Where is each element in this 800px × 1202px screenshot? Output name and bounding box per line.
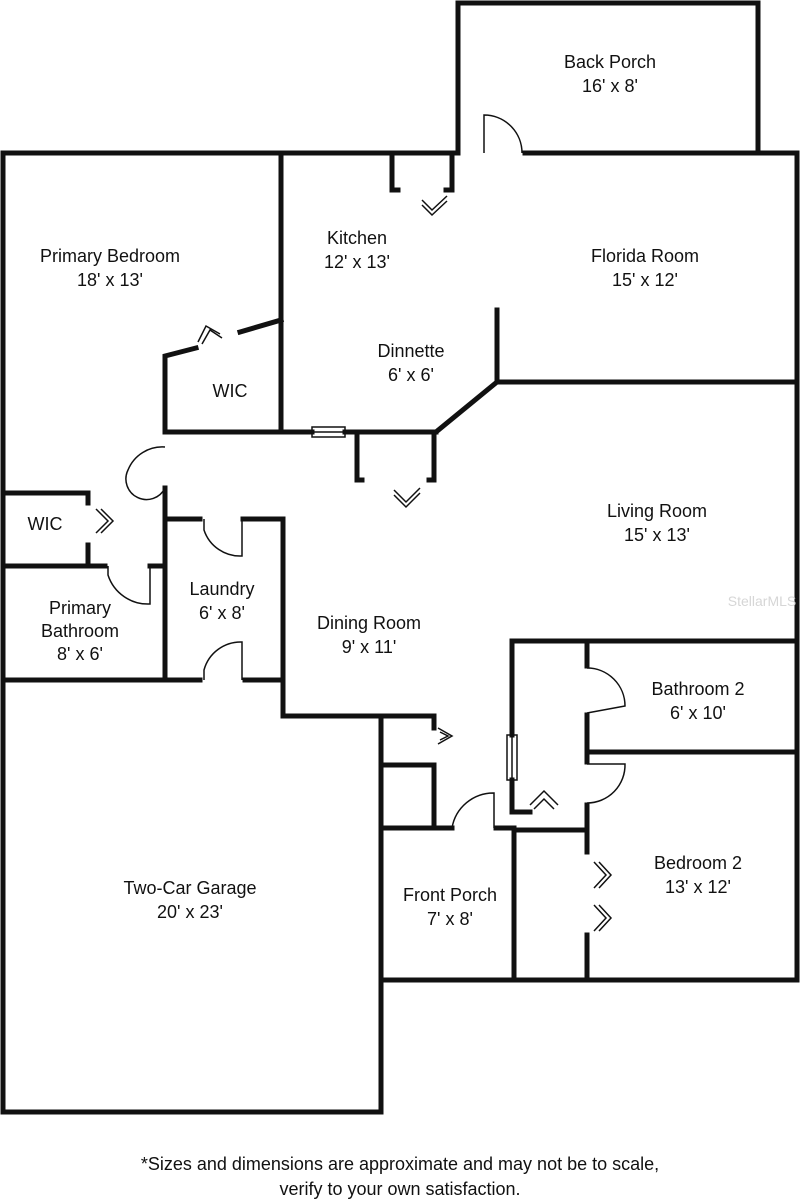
kitchen-size: 12' x 13' [324, 252, 390, 272]
entry-closet-wall-2 [378, 762, 455, 831]
wic-lower-bifold [95, 508, 115, 534]
room-labels: Back Porch 16' x 8' Primary Bedroom 18' … [28, 52, 797, 929]
florida-room-name: Florida Room [591, 246, 699, 266]
bedroom2-door [586, 763, 626, 804]
disclaimer-line-1: *Sizes and dimensions are approximate an… [140, 1154, 660, 1174]
back-porch-door [483, 114, 523, 154]
bathroom-2-name: Bathroom 2 [651, 679, 744, 699]
bedroom2-closet-bifold [593, 861, 613, 932]
watermark: StellarMLS [728, 593, 796, 609]
primary-bedroom-name: Primary Bedroom [40, 246, 180, 266]
back-porch-size: 16' x 8' [582, 76, 638, 96]
wic-upper-name: WIC [213, 381, 248, 401]
dinnette-angle-wall [432, 378, 501, 436]
pantry-wall-right [443, 155, 455, 193]
entry-closet-bifold [437, 727, 454, 745]
dinnette-size: 6' x 6' [388, 365, 434, 385]
pantry-wall [389, 155, 401, 193]
disclaimer-line-2: verify to your own satisfaction. [279, 1179, 521, 1199]
living-room-name: Living Room [607, 501, 707, 521]
wic-upper-bifold [197, 324, 223, 345]
wic-lower-wall-2 [0, 542, 91, 569]
dining-room-name: Dining Room [317, 613, 421, 633]
primary-bathroom-name-1: Primary [49, 598, 111, 618]
front-door [451, 792, 495, 829]
back-porch-name: Back Porch [564, 52, 656, 72]
right-wall [378, 150, 800, 983]
laundry-top-wall-2 [240, 516, 384, 719]
back-porch-wall [455, 0, 761, 156]
bedroom-2-size: 13' x 12' [665, 877, 731, 897]
bedroom-door [125, 446, 166, 501]
left-wall [0, 150, 384, 1115]
wic-lower-wall [0, 490, 91, 506]
florida-room-wall [494, 307, 800, 385]
hall-closet-wall [354, 429, 365, 483]
laundry-name: Laundry [189, 579, 254, 599]
living-room-size: 15' x 13' [624, 525, 690, 545]
bath2-door [586, 667, 626, 714]
bedroom-2-name: Bedroom 2 [654, 853, 742, 873]
bathroom-2-size: 6' x 10' [670, 703, 726, 723]
primary-bedroom-size: 18' x 13' [77, 270, 143, 290]
florida-room-size: 15' x 12' [612, 270, 678, 290]
laundry-door [203, 519, 243, 557]
garage-door [203, 641, 243, 680]
dinnette-name: Dinnette [377, 341, 444, 361]
dining-room-size: 9' x 11' [342, 637, 397, 657]
wic-upper-wall [162, 344, 200, 435]
garage-name: Two-Car Garage [123, 878, 256, 898]
wic-upper-wall-right [236, 316, 285, 336]
garage-size: 20' x 23' [157, 902, 223, 922]
hall-closet-wall-right [426, 429, 437, 483]
primary-bathroom-name-2: Bathroom [41, 621, 119, 641]
hall-closet-bifold [393, 487, 421, 509]
doors [95, 114, 626, 932]
bedroom2-wall-2 [511, 802, 590, 983]
entry-wall [378, 713, 437, 731]
laundry-size: 6' x 8' [199, 603, 245, 623]
primary-bathroom-size: 8' x 6' [57, 644, 103, 664]
front-porch-size: 7' x 8' [427, 909, 473, 929]
pantry-bifold [421, 195, 448, 217]
wic-lower-name: WIC [28, 514, 63, 534]
disclaimer: *Sizes and dimensions are approximate an… [0, 1152, 800, 1202]
bath-door [107, 566, 151, 605]
walls [0, 0, 800, 1115]
linen-bifold [529, 789, 559, 810]
kitchen-name: Kitchen [327, 228, 387, 248]
front-porch-name: Front Porch [403, 885, 497, 905]
bath2-left-wall-2 [509, 777, 533, 815]
